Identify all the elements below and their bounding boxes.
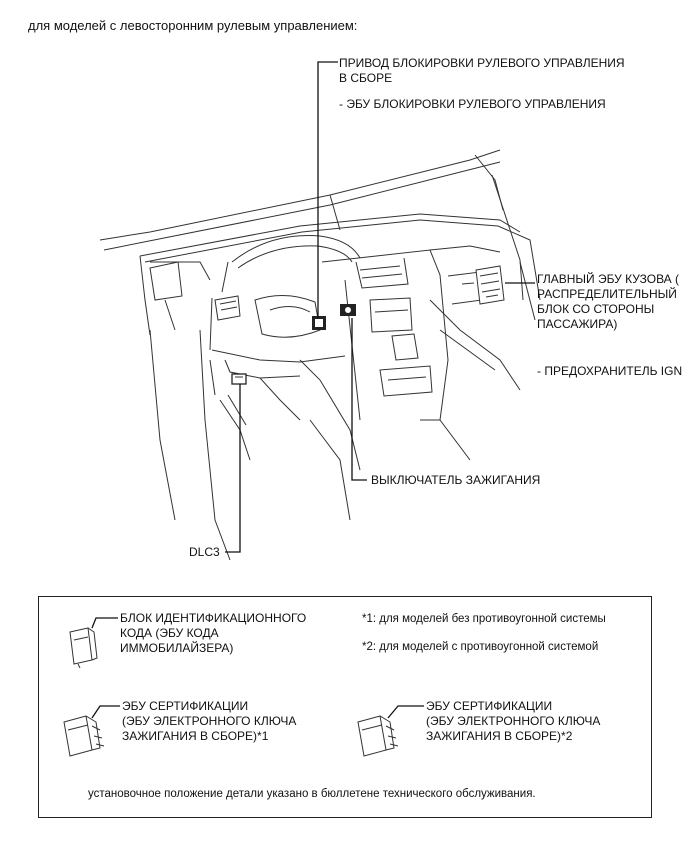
id-code-label-line1: БЛОК ИДЕНТИФИКАЦИОННОГО (120, 611, 307, 625)
cert-ecu-2-label-line3: ЗАЖИГАНИЯ В СБОРЕ)*2 (426, 729, 573, 743)
steering-lock-ecu-label: - ЭБУ БЛОКИРОВКИ РУЛЕВОГО УПРАВЛЕНИЯ (339, 97, 606, 111)
main-body-ecu-label-line3: БЛОК СО СТОРОНЫ (537, 302, 655, 316)
main-body-ecu-label-line2: РАСПРЕДЕЛИТЕЛЬНЫЙ (537, 287, 677, 301)
cert-ecu-2-label-line2: (ЭБУ ЭЛЕКТРОННОГО КЛЮЧА (426, 714, 601, 728)
id-code-label-line3: ИММОБИЛАЙЗЕРА) (120, 641, 234, 655)
dlc3-label: DLC3 (189, 545, 220, 559)
legend-note-2: *2: для моделей с противоугонной системо… (362, 641, 599, 653)
legend-footer: установочное положение детали указано в … (88, 788, 536, 800)
page-title: для моделей с левосторонним рулевым упра… (28, 18, 358, 33)
id-code-label-line2: КОДА (ЭБУ КОДА (120, 626, 219, 640)
id-code-box-icon (69, 617, 118, 669)
cert-ecu-1-label-line2: (ЭБУ ЭЛЕКТРОННОГО КЛЮЧА (122, 714, 297, 728)
main-body-ecu-label-line4: ПАССАЖИРА) (537, 317, 618, 331)
cert-ecu-2-label-line1: ЭБУ СЕРТИФИКАЦИИ (426, 699, 553, 713)
ign-fuse-label: - ПРЕДОХРАНИТЕЛЬ IGN (537, 364, 683, 378)
certification-ecu-1-icon (63, 705, 120, 757)
cert-ecu-1-label-line3: ЗАЖИГАНИЯ В СБОРЕ)*1 (122, 729, 269, 743)
steering-lock-label-line2: В СБОРЕ (339, 71, 393, 85)
cert-ecu-1-label-line1: ЭБУ СЕРТИФИКАЦИИ (122, 699, 249, 713)
legend-box (38, 596, 652, 818)
main-body-ecu-label-line1: ГЛАВНЫЙ ЭБУ КУЗОВА ( (537, 272, 680, 286)
certification-ecu-2-icon (357, 705, 424, 757)
legend-note-1: *1: для моделей без противоугонной систе… (362, 613, 606, 625)
steering-lock-label-line1: ПРИВОД БЛОКИРОВКИ РУЛЕВОГО УПРАВЛЕНИЯ (339, 56, 625, 70)
ignition-switch-label: ВЫКЛЮЧАТЕЛЬ ЗАЖИГАНИЯ (371, 473, 541, 487)
